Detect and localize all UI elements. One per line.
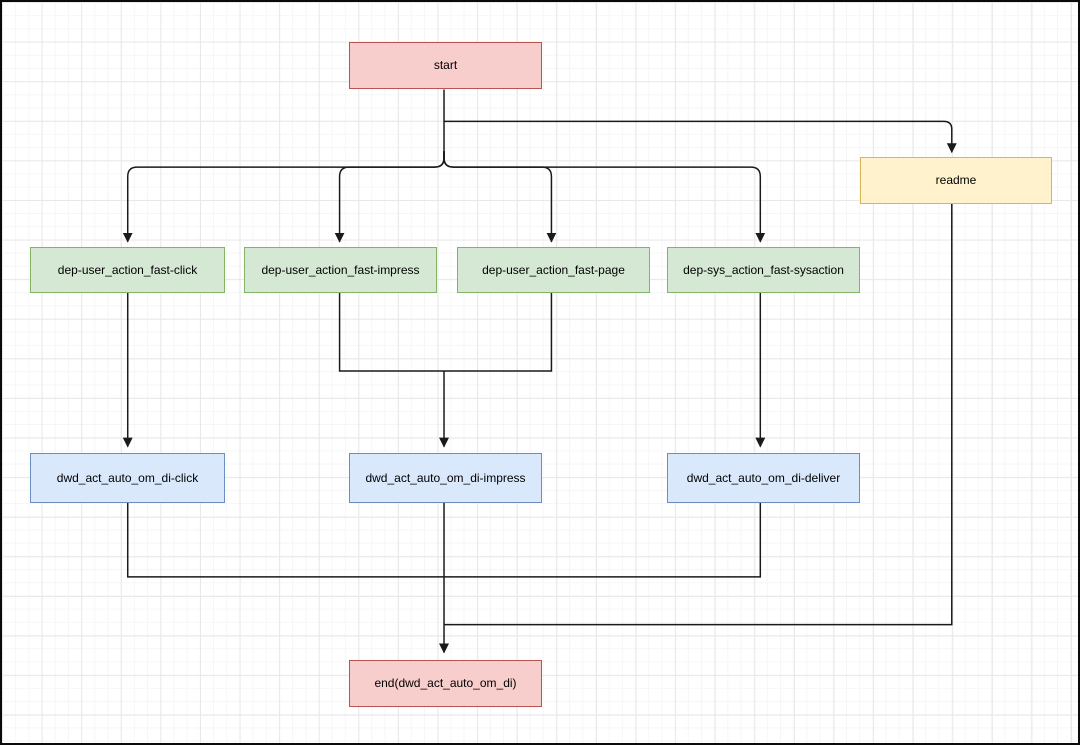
node-dep-page[interactable]: dep-user_action_fast-page [457, 247, 650, 293]
edge-dep-page-to-merge [444, 291, 553, 372]
node-label: dep-user_action_fast-page [482, 262, 625, 277]
edge-start-to-readme [444, 120, 957, 154]
edge-start-to-dep-page [443, 151, 557, 243]
edge-start-to-dep-click [122, 151, 445, 243]
node-dwd-impress[interactable]: dwd_act_auto_om_di-impress [349, 453, 542, 503]
edge-dep-impress-to-merge [338, 291, 445, 372]
edge-start-to-dep-impress [334, 151, 445, 243]
node-dep-sysaction[interactable]: dep-sys_action_fast-sysaction [667, 247, 860, 293]
node-dwd-click[interactable]: dwd_act_auto_om_di-click [30, 453, 225, 503]
node-label: dwd_act_auto_om_di-click [56, 470, 199, 485]
node-dep-click[interactable]: dep-user_action_fast-click [30, 247, 225, 293]
node-dep-impress[interactable]: dep-user_action_fast-impress [244, 247, 437, 293]
node-start[interactable]: start [349, 42, 542, 89]
node-label: dep-user_action_fast-impress [261, 262, 420, 277]
edges [122, 89, 957, 654]
node-end[interactable]: end(dwd_act_auto_om_di) [349, 660, 542, 707]
node-label: dwd_act_auto_om_di-deliver [686, 470, 841, 485]
node-label: start [433, 58, 458, 73]
node-label: readme [935, 173, 977, 188]
node-label: end(dwd_act_auto_om_di) [374, 676, 517, 691]
node-label: dep-user_action_fast-click [57, 262, 198, 277]
node-dwd-deliver[interactable]: dwd_act_auto_om_di-deliver [667, 453, 860, 503]
edge-start-to-dep-sysaction [443, 151, 766, 243]
node-label: dwd_act_auto_om_di-impress [365, 470, 526, 485]
edge-dwd-deliver-to-end [444, 500, 762, 578]
node-readme[interactable]: readme [860, 157, 1052, 204]
edge-dwd-click-to-end [126, 500, 445, 578]
node-label: dep-sys_action_fast-sysaction [683, 262, 844, 277]
